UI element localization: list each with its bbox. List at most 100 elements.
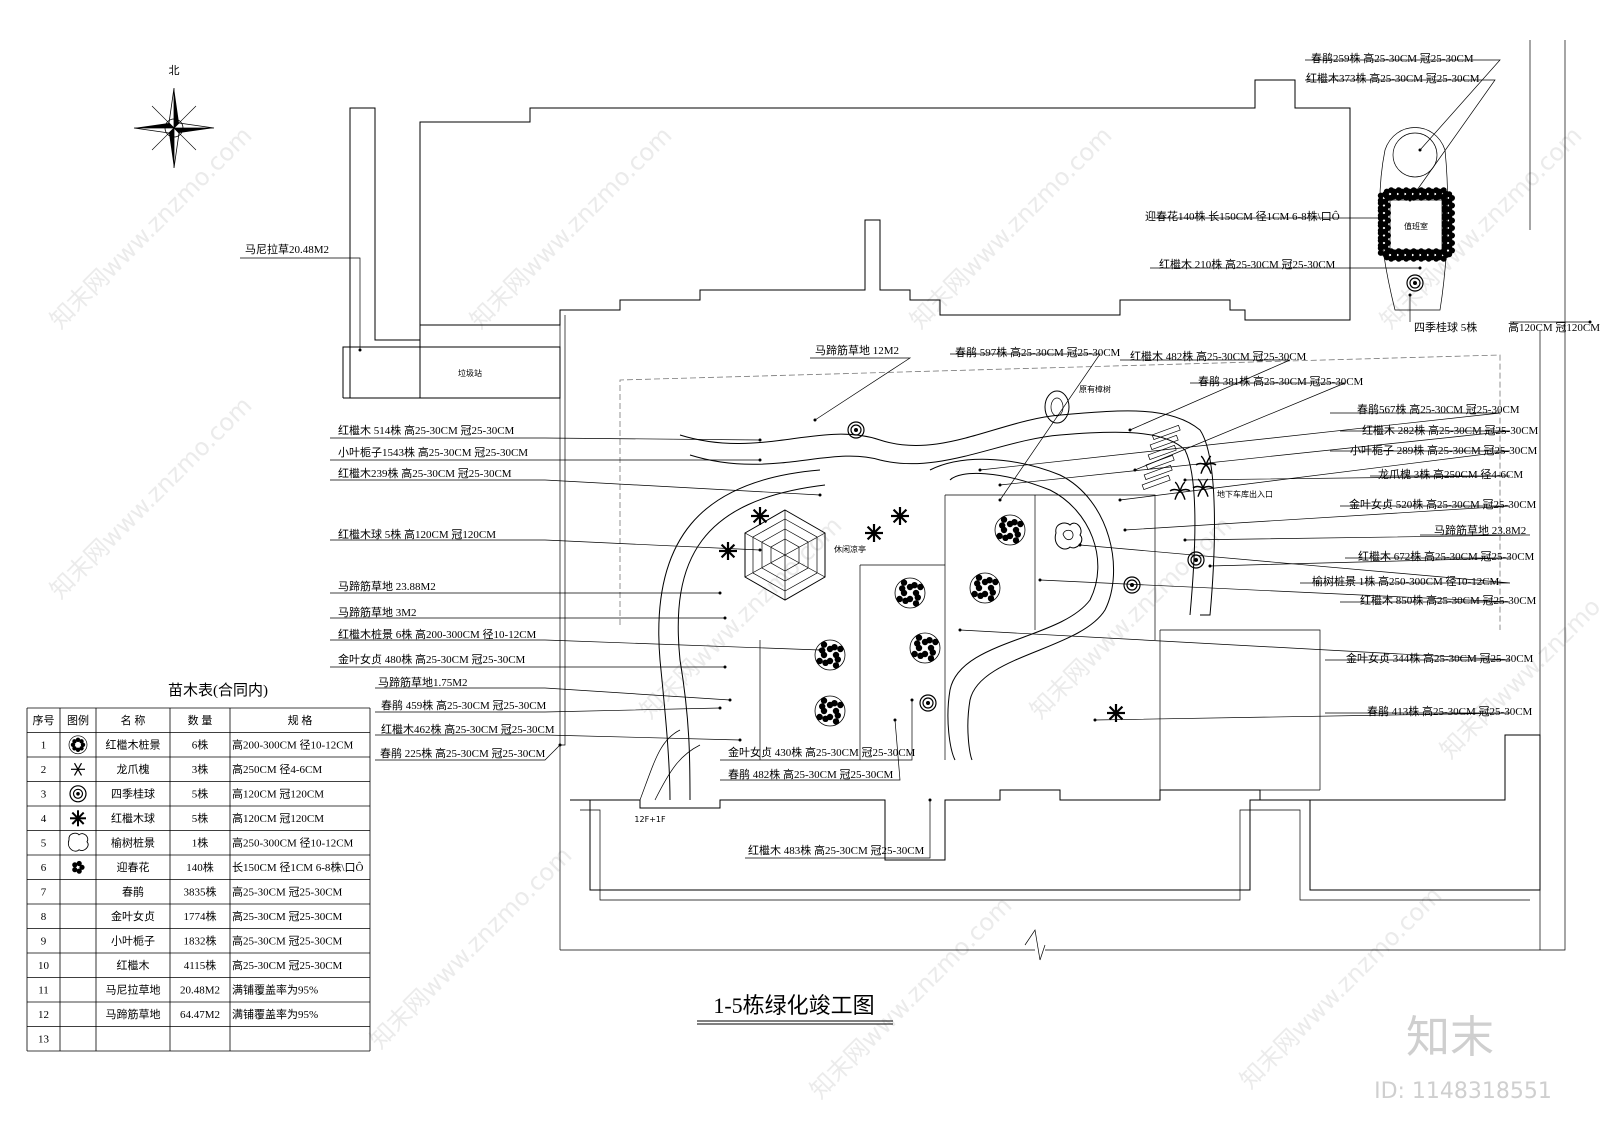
ball-shrub-icon bbox=[1406, 274, 1424, 292]
leader-line bbox=[375, 744, 561, 761]
star-shrub-icon bbox=[891, 507, 909, 525]
watermark-text: 知末网www.znzmo.com bbox=[364, 841, 577, 1054]
table-cell: 3 bbox=[41, 789, 47, 801]
table-cell: 高25-30CM 冠25-30CM bbox=[232, 958, 343, 972]
table-cell: 高25-30CM 冠25-30CM bbox=[232, 885, 343, 899]
leader-line bbox=[1184, 475, 1511, 481]
weeping-tree-icon bbox=[1192, 478, 1214, 497]
callout-label: 春鹃567株 高25-30CM 冠25-30CM bbox=[1357, 402, 1520, 416]
table-cell: 9 bbox=[41, 936, 47, 948]
jasmine-icon bbox=[72, 860, 85, 874]
stump-tree-icon bbox=[814, 695, 846, 727]
table-cell: 高120CM 冠120CM bbox=[232, 787, 324, 801]
table-header-cell: 名 称 bbox=[121, 713, 146, 727]
leader-dot bbox=[358, 348, 362, 352]
leader-line bbox=[1134, 382, 1346, 471]
ball-shrub-icon bbox=[69, 785, 87, 803]
leader-line bbox=[1120, 359, 1291, 431]
leader-dot bbox=[728, 698, 732, 702]
table-cell: 6 bbox=[41, 862, 47, 874]
table-cell: 1 bbox=[41, 740, 47, 752]
callout-label: 榆树桩景 1株 高250-300CM 径10-12CM bbox=[1312, 574, 1500, 588]
callout-label: 红檵木 672株 高25-30CM 冠25-30CM bbox=[1358, 549, 1535, 563]
callout-label: 春鹃 225株 高25-30CM 冠25-30CM bbox=[380, 746, 546, 760]
old-tree-label: 原有樟树 bbox=[1079, 384, 1111, 394]
table-cell: 高250CM 径4-6CM bbox=[232, 762, 322, 776]
leader-dot bbox=[1418, 148, 1422, 152]
table-cell: 64.47M2 bbox=[180, 1009, 220, 1021]
ball-shrub-icon bbox=[1187, 551, 1205, 569]
leader-dot bbox=[1408, 198, 1412, 202]
callout-label: 马蹄筋草地 23.88M2 bbox=[338, 579, 436, 593]
leader-line bbox=[999, 430, 1511, 486]
leader-dot bbox=[1118, 498, 1122, 502]
leader-line bbox=[375, 734, 741, 741]
callout-label: 迎春花140株 长150CM 径1CM 6-8株\口Ô bbox=[1145, 209, 1340, 223]
watermark-text: 知末网www.znzmo.com bbox=[44, 121, 257, 334]
table-cell: 马尼拉草地 bbox=[106, 983, 161, 997]
table-cell: 4 bbox=[41, 813, 47, 825]
callout-label: 高120CM 冠120CM bbox=[1508, 320, 1600, 334]
leader-dot bbox=[818, 648, 822, 652]
table-cell: 3株 bbox=[192, 762, 209, 776]
leader-line bbox=[1039, 579, 1511, 603]
callout-label: 红檵木462株 高25-30CM 冠25-30CM bbox=[381, 722, 555, 736]
jasmine-icon bbox=[1441, 243, 1455, 258]
leader-dot bbox=[738, 738, 742, 742]
leader-dot bbox=[1183, 538, 1187, 542]
callout-label: 金叶女贞 344株 高25-30CM 冠25-30CM bbox=[1346, 651, 1534, 665]
callout-label: 红檵木球 5株 高120CM 冠120CM bbox=[338, 527, 496, 541]
callout-label: 红檵木桩景 6株 高200-300CM 径10-12CM bbox=[338, 627, 537, 641]
leader-dot bbox=[758, 458, 762, 462]
callout-label: 春鹃 597株 高25-30CM 冠25-30CM bbox=[955, 345, 1121, 359]
leader-line bbox=[720, 700, 913, 761]
callout-label: 春鹃 482株 高25-30CM 冠25-30CM bbox=[728, 767, 894, 781]
stump-tree-icon bbox=[814, 639, 846, 671]
jasmine-icon bbox=[1436, 248, 1450, 262]
leader-dot bbox=[978, 468, 982, 472]
drawing-title: 1-5栋绿化竣工图 bbox=[713, 993, 874, 1018]
leader-dot bbox=[1078, 543, 1082, 547]
star-shrub-icon bbox=[865, 524, 883, 542]
north-label: 北 bbox=[169, 64, 180, 77]
table-cell: 6株 bbox=[192, 738, 209, 752]
leader-line bbox=[959, 629, 1511, 661]
leader-line bbox=[1124, 505, 1511, 531]
table-cell: 3835株 bbox=[184, 885, 217, 899]
ball-shrub-icon bbox=[919, 694, 937, 712]
table-cell: 迎春花 bbox=[117, 861, 150, 874]
ball-shrub-icon bbox=[847, 421, 865, 439]
callout-label: 四季桂球 5株 bbox=[1414, 320, 1477, 334]
leader-line bbox=[375, 687, 731, 701]
leader-dot bbox=[1588, 320, 1592, 324]
table-cell: 四季桂球 bbox=[111, 787, 155, 801]
table-cell: 高25-30CM 冠25-30CM bbox=[232, 934, 343, 948]
leader-line bbox=[979, 412, 1501, 471]
stump-tree-icon bbox=[969, 572, 1001, 604]
leader-line bbox=[720, 719, 901, 781]
table-cell: 高120CM 冠120CM bbox=[232, 811, 324, 825]
leader-dot bbox=[998, 498, 1002, 502]
leader-line bbox=[745, 800, 931, 859]
table-cell: 2 bbox=[41, 764, 47, 776]
callout-label: 马蹄筋草地 3M2 bbox=[338, 605, 417, 619]
table-cell: 高250-300CM 径10-12CM bbox=[232, 836, 354, 850]
table-cell: 金叶女贞 bbox=[111, 909, 155, 923]
floor-label: 12F+1F bbox=[634, 815, 666, 824]
leader-line bbox=[950, 353, 1101, 501]
callout-label: 红檵木 483株 高25-30CM 冠25-30CM bbox=[748, 843, 925, 857]
table-cell: 12 bbox=[38, 1009, 49, 1021]
leader-dot bbox=[718, 591, 722, 595]
weeping-tree-icon bbox=[1195, 455, 1217, 474]
leader-dot bbox=[758, 438, 762, 442]
callout-label: 金叶女贞 520株 高25-30CM 冠25-30CM bbox=[1349, 497, 1537, 511]
brand-id: ID: 1148318551 bbox=[1374, 1079, 1552, 1104]
leader-dot bbox=[958, 628, 962, 632]
callout-label: 春鹃259株 高25-30CM 冠25-30CM bbox=[1311, 51, 1474, 65]
